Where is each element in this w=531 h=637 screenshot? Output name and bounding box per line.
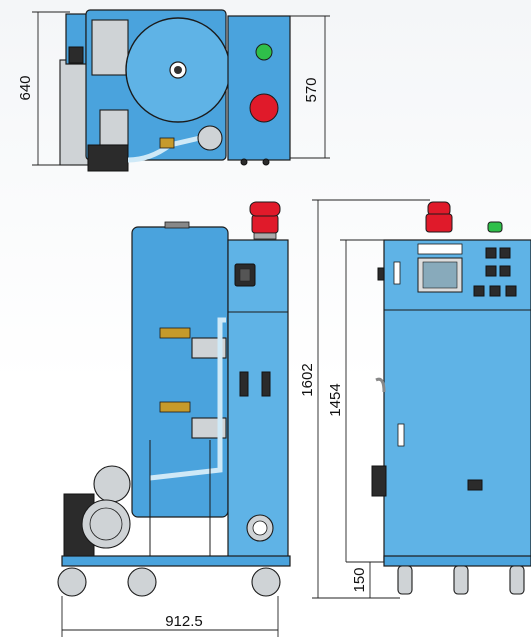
side-wheel-1 bbox=[57, 567, 87, 597]
side-valve-lower-icon bbox=[159, 401, 191, 413]
top-pump-head bbox=[91, 19, 129, 76]
top-connector bbox=[68, 46, 84, 64]
top-green-lamp-icon bbox=[255, 43, 273, 61]
dim-150-label: 150 bbox=[351, 567, 368, 592]
top-red-lamp-icon bbox=[249, 93, 279, 123]
side-wheel-3 bbox=[251, 567, 281, 597]
front-button-7 bbox=[505, 285, 517, 297]
side-main-switch-knob bbox=[239, 268, 251, 282]
dim-1602-label: 1602 bbox=[299, 363, 316, 396]
front-button-1 bbox=[485, 247, 497, 259]
front-button-2 bbox=[499, 247, 511, 259]
top-control-box bbox=[227, 15, 291, 161]
side-view: 912.5 bbox=[57, 201, 291, 637]
side-beacon-base bbox=[253, 232, 277, 240]
side-connector-left bbox=[239, 371, 249, 397]
front-base-rail bbox=[383, 555, 531, 567]
side-valve-upper-icon bbox=[159, 327, 191, 339]
front-lock-icon bbox=[467, 479, 483, 491]
side-control-cabinet bbox=[227, 239, 289, 563]
top-valve-icon bbox=[159, 137, 175, 149]
top-base-box bbox=[87, 144, 129, 172]
front-sight-glass-lower bbox=[397, 423, 405, 447]
front-handle-icon bbox=[377, 267, 385, 281]
side-pipe bbox=[149, 317, 226, 481]
side-fan-grille bbox=[89, 507, 123, 541]
front-button-4 bbox=[499, 265, 511, 277]
side-fan-icon bbox=[81, 499, 131, 549]
front-button-3 bbox=[485, 265, 497, 277]
front-button-6 bbox=[489, 285, 501, 297]
dim-570-label: 570 bbox=[303, 77, 320, 102]
top-caster-dot-2 bbox=[262, 158, 270, 166]
front-view: 1602 1454 150 bbox=[299, 199, 531, 599]
front-red-beacon-icon bbox=[425, 213, 453, 233]
top-pump-cylinder bbox=[59, 59, 89, 166]
top-tank-cap-center bbox=[174, 66, 182, 74]
front-hose-icon bbox=[375, 377, 386, 393]
front-caster-3 bbox=[509, 565, 525, 595]
front-latch-icon bbox=[371, 465, 387, 497]
top-view: 640 570 bbox=[17, 9, 330, 172]
side-wheel-2 bbox=[127, 567, 157, 597]
front-caster-1 bbox=[397, 565, 413, 595]
top-gauge-icon bbox=[197, 125, 223, 151]
side-connector-right bbox=[261, 371, 271, 397]
side-red-beacon-icon bbox=[251, 214, 279, 234]
side-tank-cap bbox=[164, 221, 190, 229]
front-display-inner bbox=[422, 261, 458, 289]
dim-640-label: 640 bbox=[17, 75, 34, 100]
front-button-5 bbox=[473, 285, 485, 297]
side-drain-port-inner bbox=[252, 520, 268, 536]
front-nameplate bbox=[417, 243, 463, 255]
dim-1454-label: 1454 bbox=[327, 383, 344, 416]
dim-912-label: 912.5 bbox=[165, 613, 203, 630]
front-sight-glass-upper bbox=[393, 261, 401, 285]
front-green-lamp-icon bbox=[487, 221, 503, 233]
top-caster-dot-1 bbox=[240, 158, 248, 166]
side-red-beacon-top bbox=[249, 201, 281, 217]
front-caster-2 bbox=[453, 565, 469, 595]
top-valve-block bbox=[99, 109, 129, 146]
side-base-rail bbox=[61, 555, 291, 567]
side-pump-motor-icon bbox=[93, 465, 131, 503]
